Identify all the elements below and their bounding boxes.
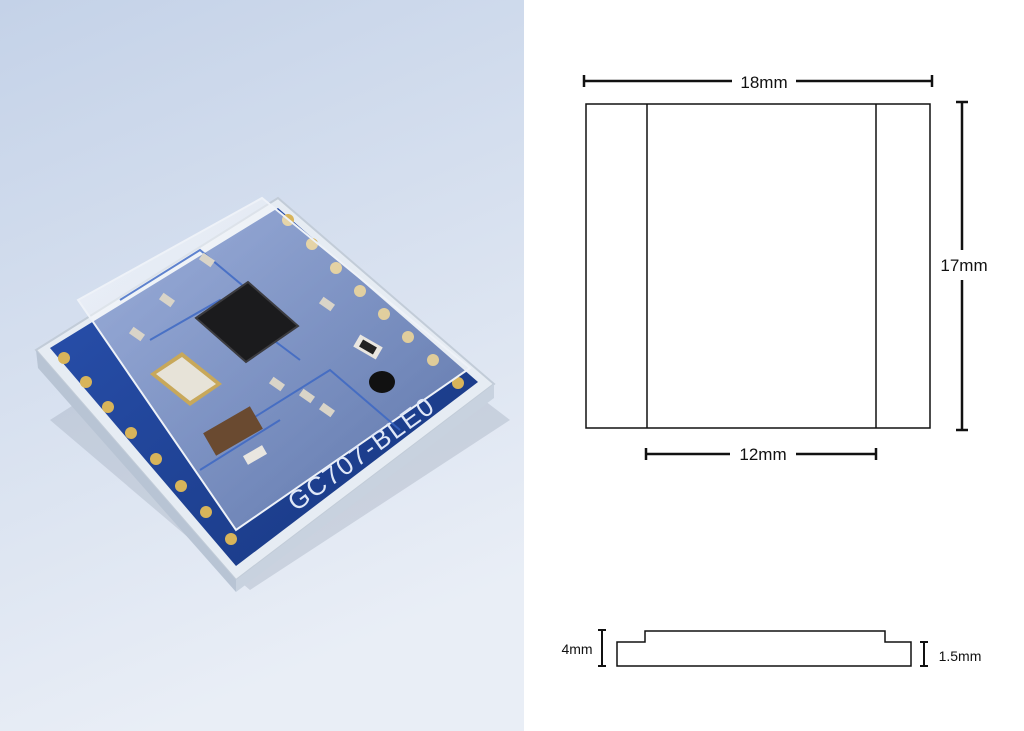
- top-view: [585, 103, 931, 429]
- main-chip: [194, 280, 300, 364]
- width-label: 18mm: [740, 73, 787, 92]
- dimension-width: [582, 75, 934, 87]
- inner-width-label: 12mm: [739, 445, 786, 464]
- height-label: 17mm: [940, 256, 987, 275]
- crystal-oscillator: [150, 352, 222, 406]
- dimension-drawing: 18mm 17mm 12mm 4mm: [524, 0, 1024, 731]
- smd-components: [128, 252, 395, 465]
- side-view-outline: [616, 630, 912, 667]
- dimension-total-height: [598, 629, 606, 667]
- castellated-pads-left: [58, 352, 237, 545]
- dimension-height: [956, 100, 968, 432]
- base-height-label: 1.5mm: [939, 648, 982, 664]
- dimension-base-height: [920, 641, 928, 667]
- base-plate-edge-right: [236, 384, 494, 592]
- total-height-label: 4mm: [561, 641, 592, 657]
- module-photo: GC707-BLE0: [0, 0, 524, 731]
- drawing-background: [524, 0, 1024, 731]
- dimension-inner-width: [644, 448, 878, 460]
- clear-cover: [76, 196, 472, 532]
- base-plate-edge-left: [36, 350, 236, 592]
- top-view-outline: [585, 103, 931, 429]
